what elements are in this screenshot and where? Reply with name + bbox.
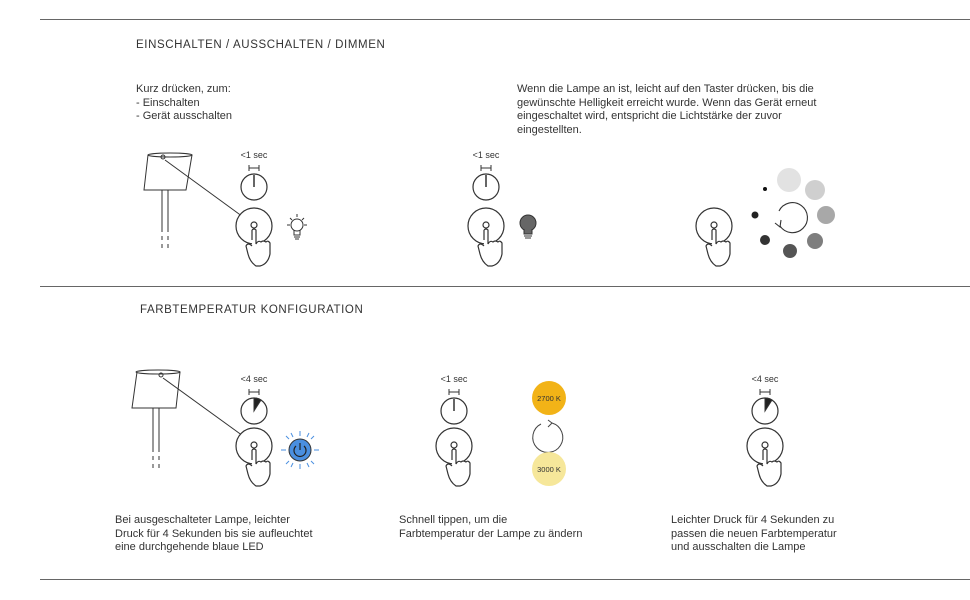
instruction-item-off: - Gerät ausschalten [136, 110, 232, 122]
timer-icon: <1 sec [440, 374, 468, 425]
caption-quick-tap: Schnell tippen, um die Farbtemperatur de… [399, 514, 582, 541]
instruction-dimming: Wenn die Lampe an ist, leicht auf den Ta… [517, 83, 816, 137]
section-title-on-off-dim: EINSCHALTEN / AUSSCHALTEN / DIMMEN [136, 39, 386, 51]
middle-divider [40, 286, 970, 287]
section-title-color-temperature: FARBTEMPERATUR KONFIGURATION [140, 304, 364, 316]
temperature-2700k-label: 2700 K [537, 394, 561, 403]
color-temperature-toggle: 2700 K 3000 K [532, 381, 566, 486]
caption-blue-led: Bei ausgeschalteter Lampe, leichter Druc… [115, 514, 313, 555]
brightness-dot [817, 206, 835, 224]
timer-icon: <4 sec [751, 374, 779, 425]
cycle-arrow-icon [778, 202, 808, 234]
timer-label: <1 sec [473, 150, 500, 160]
temperature-3000k-label: 3000 K [537, 465, 561, 474]
timer-label: <4 sec [241, 374, 268, 384]
timer-icon: <4 sec [240, 374, 268, 425]
blue-led-power-icon [281, 431, 319, 469]
caption-line: passen die neuen Farbtemperatur [671, 527, 837, 540]
caption-line: und ausschalten die Lampe [671, 541, 806, 553]
timer-label: <1 sec [241, 150, 268, 160]
press-button-with-hand [695, 207, 733, 267]
cycle-arrow-icon [532, 422, 564, 453]
caption-save-and-off: Leichter Druck für 4 Sekunden zu passen … [671, 514, 837, 555]
dimming-line-3: eingeschaltet wird, entspricht die Licht… [517, 110, 782, 122]
caption-line: Farbtemperatur der Lampe zu ändern [399, 527, 583, 540]
bottom-divider [40, 579, 970, 580]
brightness-dot [763, 187, 767, 191]
caption-line: eine durchgehende blaue LED [115, 541, 264, 553]
press-button-with-hand [467, 207, 505, 267]
dimming-line-2: gewünschte Helligkeit erreicht wurde. We… [517, 96, 817, 109]
timer-label: <1 sec [441, 374, 468, 384]
temperature-2700k-swatch [532, 381, 566, 415]
instruction-intro: Kurz drücken, zum: [136, 83, 231, 95]
brightness-dot [751, 211, 759, 219]
lightbulb-on-icon [287, 214, 307, 240]
timer-icon: <1 sec [240, 150, 268, 201]
dimming-line-4: eingestellten. [517, 123, 582, 136]
press-button-with-hand [235, 207, 273, 267]
instruction-short-press: Kurz drücken, zum: - Einschalten - Gerät… [136, 83, 232, 124]
brightness-dot [760, 235, 770, 245]
brightness-cycle-diagram [751, 168, 835, 258]
press-button-with-hand [435, 427, 473, 487]
temperature-3000k-swatch [532, 452, 566, 486]
lightbulb-off-icon [519, 214, 537, 239]
top-divider [40, 19, 970, 20]
caption-line: Bei ausgeschalteter Lampe, leichter [115, 514, 290, 526]
brightness-dot [777, 168, 801, 192]
instruction-item-on: - Einschalten [136, 96, 200, 109]
press-button-with-hand [746, 427, 784, 487]
caption-line: Druck für 4 Sekunden bis sie aufleuchtet [115, 527, 313, 540]
brightness-dot [807, 233, 823, 249]
brightness-dot [805, 180, 825, 200]
timer-icon: <1 sec [472, 150, 500, 201]
caption-line: Leichter Druck für 4 Sekunden zu [671, 514, 835, 526]
timer-label: <4 sec [752, 374, 779, 384]
caption-line: Schnell tippen, um die [399, 514, 508, 526]
brightness-dot [783, 244, 797, 258]
dimming-line-1: Wenn die Lampe an ist, leicht auf den Ta… [517, 83, 814, 95]
press-button-with-hand [235, 427, 273, 487]
